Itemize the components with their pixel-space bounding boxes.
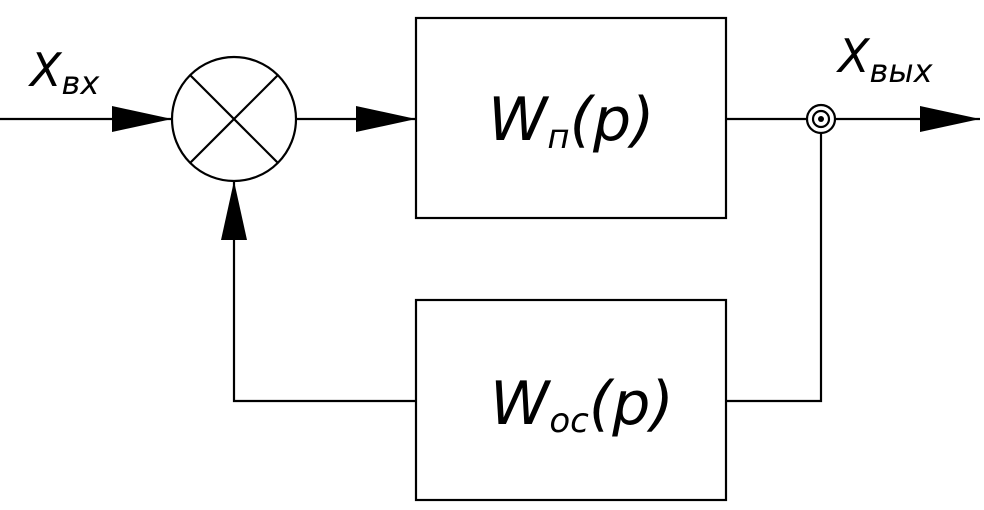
feedback-branch-line — [726, 133, 823, 403]
forward-block-label: Wп(p) — [488, 85, 654, 157]
forward-block-main: W — [488, 85, 550, 155]
output-label: Xвых — [836, 29, 934, 90]
feedback-block-arg: (p) — [589, 369, 674, 439]
feedback-return-line — [232, 181, 416, 403]
feedback-block-label: Wос(p) — [490, 369, 674, 441]
forward-block-sub: п — [547, 117, 569, 157]
input-label: Xвх — [28, 43, 100, 102]
summing-junction — [170, 55, 298, 183]
branch-dot — [818, 116, 824, 122]
forward-block-arg: (p) — [570, 85, 655, 155]
input-label-main: X — [28, 43, 63, 97]
output-label-main: X — [836, 29, 871, 83]
forward-input-arrow — [356, 106, 416, 132]
branch-point — [805, 103, 837, 135]
forward-block — [414, 16, 728, 220]
feedback-arrow — [221, 181, 247, 240]
feedback-block-main: W — [490, 369, 552, 439]
output-arrow — [920, 106, 980, 132]
feedback-block — [414, 298, 728, 502]
feedback-block-sub: ос — [549, 401, 589, 441]
input-label-sub: вх — [62, 64, 101, 102]
input-arrow — [112, 106, 172, 132]
output-label-sub: вых — [870, 52, 934, 90]
summing-cross-b — [189, 74, 279, 164]
branch-mid-circle — [811, 109, 831, 129]
